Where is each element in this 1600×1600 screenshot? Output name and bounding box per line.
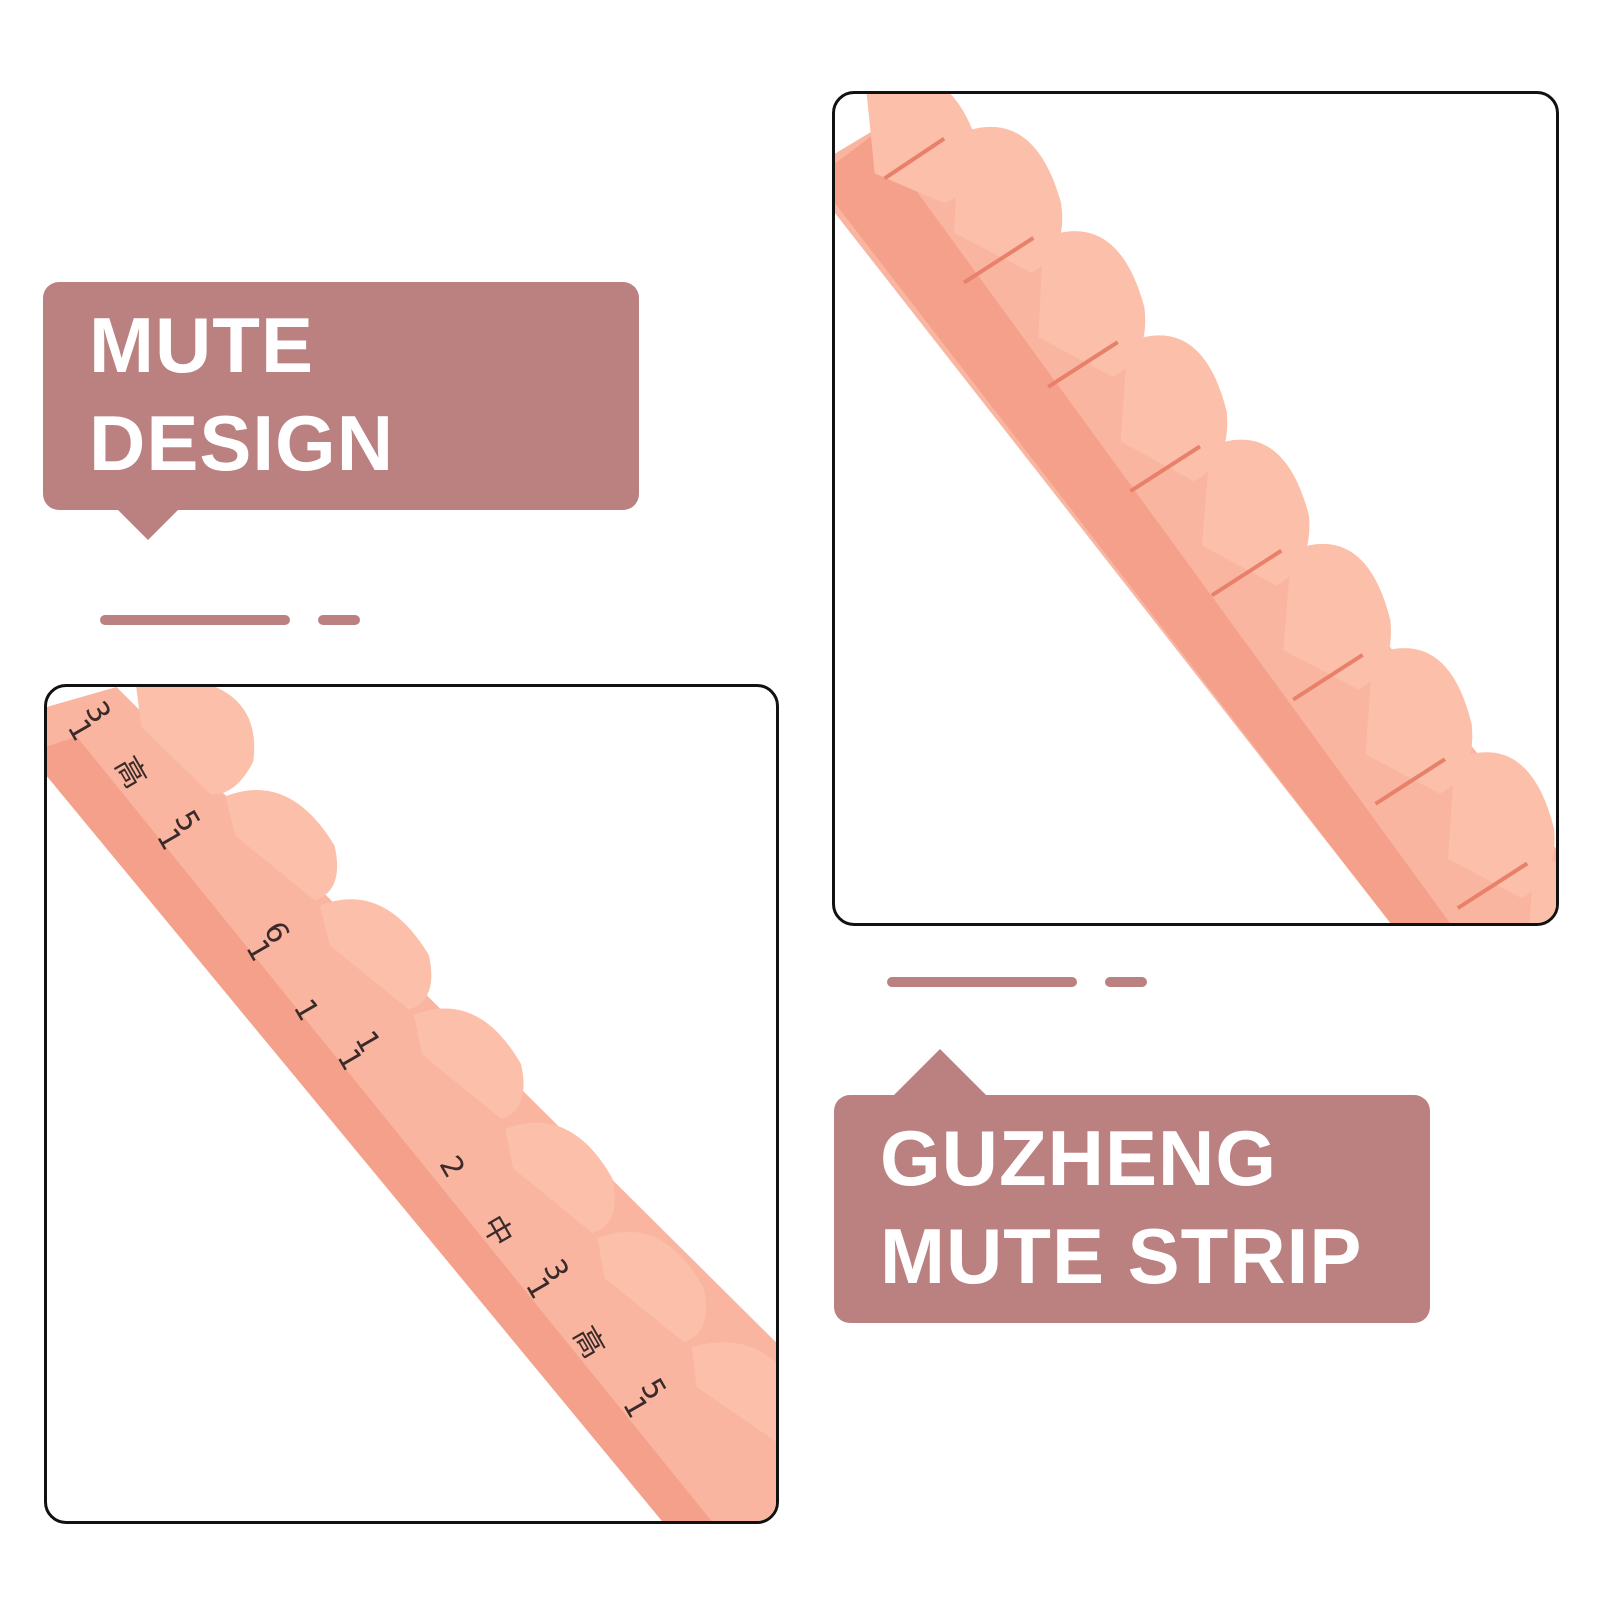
mute-design-callout: MUTE DESIGN	[43, 282, 639, 540]
strip-base-shade	[47, 736, 712, 1521]
strip-photo-top	[832, 91, 1559, 926]
strip-bump	[691, 1342, 776, 1442]
strip-bump	[1283, 543, 1391, 690]
strip-bump	[1038, 231, 1146, 377]
strip-bump	[413, 1008, 524, 1119]
strip-slits	[883, 137, 1529, 910]
strip-body	[47, 687, 776, 1521]
mute-design-line-2: DESIGN	[89, 399, 395, 487]
strip-top-illustration	[835, 94, 1556, 923]
strip-bump	[1120, 335, 1228, 482]
strip-bump	[1365, 648, 1473, 794]
strip-base-shade	[835, 133, 1450, 923]
guzheng-strip-line-2: MUTE STRIP	[880, 1212, 1363, 1300]
strip-bump	[136, 687, 255, 795]
guzheng-strip-line-1: GUZHENG	[880, 1114, 1277, 1202]
dash-short	[318, 615, 360, 625]
strip-bumps	[136, 687, 776, 1442]
dash-divider-left	[100, 615, 362, 625]
strip-body	[835, 94, 1556, 923]
strip-bump	[505, 1122, 615, 1234]
strip-bump	[1529, 861, 1556, 923]
strip-photo-bottom: 1 3 高 1 5 1 6 1 1 1 2 中 1 3 高 1 5	[44, 684, 779, 1524]
dash-short	[1105, 977, 1147, 987]
dash-divider-right	[887, 977, 1149, 987]
strip-bump	[1447, 752, 1555, 899]
dash-long	[100, 615, 290, 625]
strip-bumps	[866, 94, 1556, 923]
callout-pointer-down	[117, 509, 179, 540]
strip-bump	[954, 126, 1063, 273]
dash-long	[887, 977, 1077, 987]
guzheng-mute-strip-callout: GUZHENG MUTE STRIP	[834, 1049, 1430, 1323]
strip-bottom-illustration: 1 3 高 1 5 1 6 1 1 1 2 中 1 3 高 1 5	[47, 687, 776, 1521]
strip-bump	[597, 1231, 707, 1343]
strip-bump	[1201, 439, 1310, 586]
strip-bump	[866, 94, 976, 204]
mute-design-line-1: MUTE	[89, 301, 314, 389]
callout-pointer-up	[894, 1049, 986, 1095]
strip-bump	[319, 899, 432, 1010]
strip-bump	[225, 790, 338, 901]
